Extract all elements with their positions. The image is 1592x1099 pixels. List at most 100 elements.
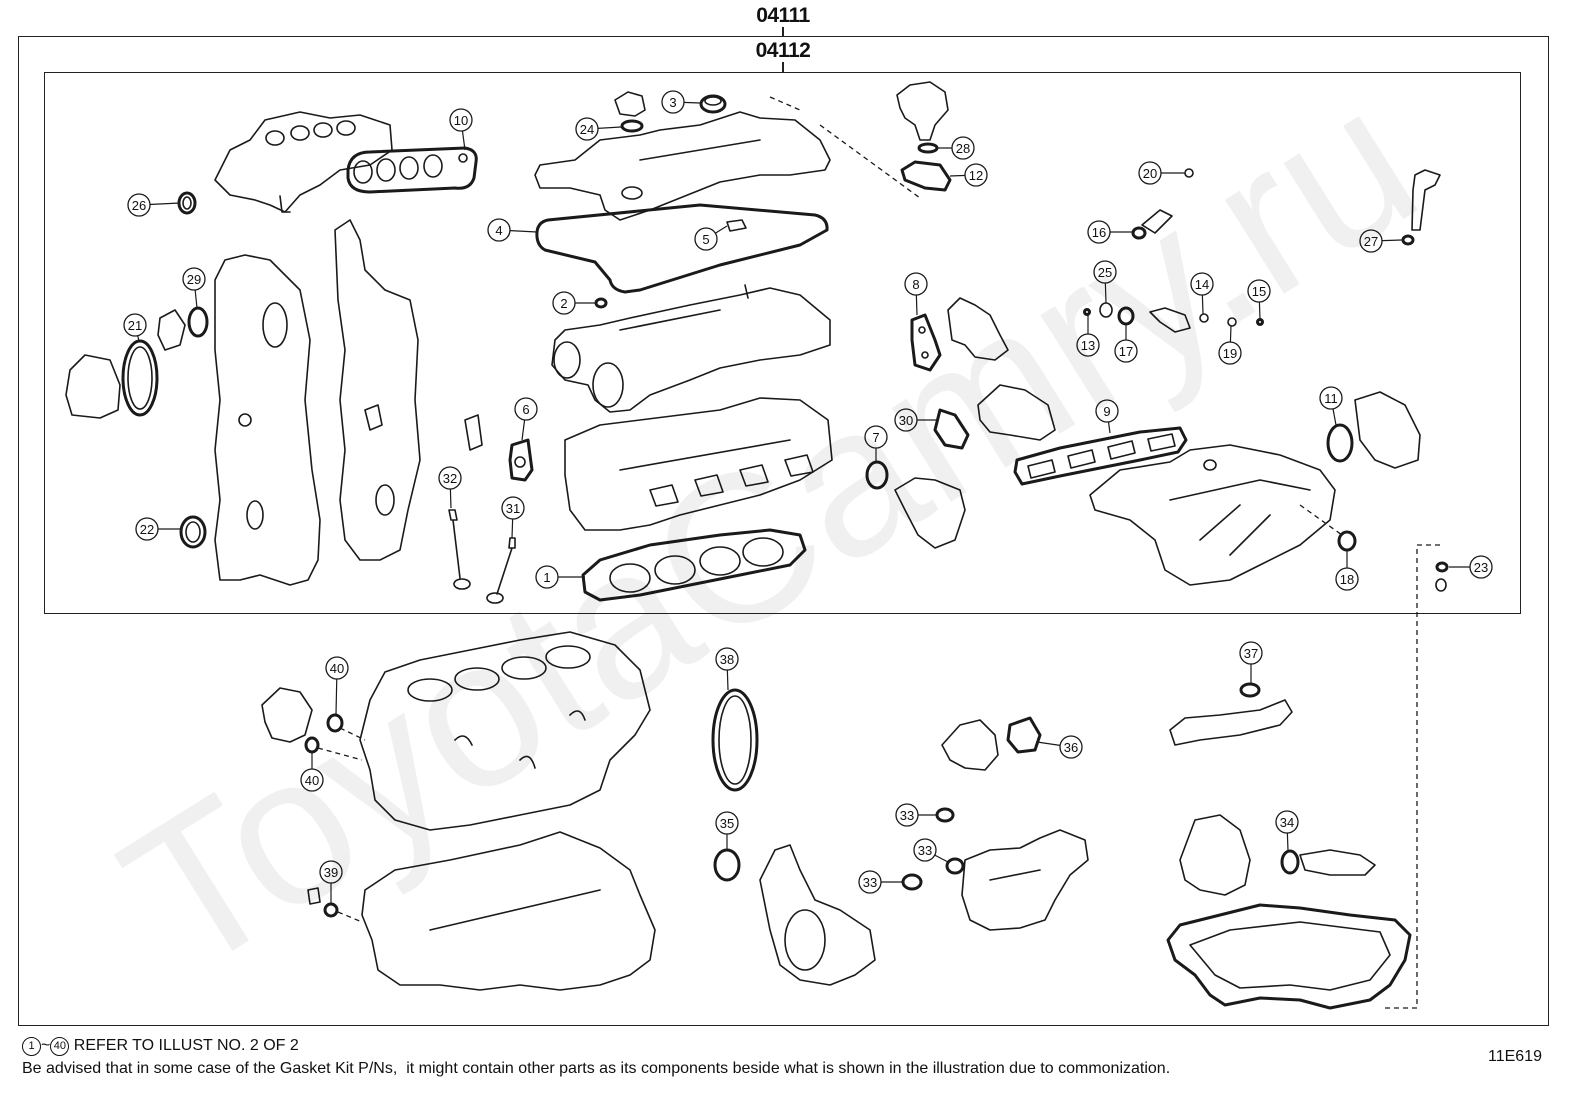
- callout-7: 7: [864, 425, 888, 462]
- callout-number: 38: [720, 652, 734, 667]
- callout-28: 28: [938, 136, 975, 160]
- inner-kit-part-number: 04112: [755, 39, 811, 62]
- water-outlet: [896, 81, 952, 192]
- callout-20: 20: [1138, 161, 1185, 185]
- callout-circle: [487, 218, 511, 242]
- callout-circle: [535, 565, 559, 589]
- rings-18-23: [1337, 530, 1449, 592]
- water-inlet: [865, 460, 966, 549]
- water-pump-left: [261, 687, 344, 918]
- throttle-body: [1326, 391, 1421, 469]
- timing-cover-outer: [334, 219, 421, 561]
- callout-circle: [552, 291, 576, 315]
- callout-number: 5: [702, 232, 709, 247]
- callout-26: 26: [127, 193, 181, 217]
- callout-circle: [913, 838, 937, 862]
- callout-circle: [895, 803, 919, 827]
- callout-30: 30: [894, 408, 937, 432]
- callout-25: 25: [1093, 260, 1117, 304]
- callout-35: 35: [715, 811, 739, 850]
- callout-number: 37: [1244, 646, 1258, 661]
- cylinder-block-lower: [361, 831, 656, 991]
- callout-number: 19: [1223, 346, 1237, 361]
- cylinder-head-cover: [534, 111, 831, 221]
- callout-number: 22: [140, 522, 154, 537]
- callout-number: 20: [1143, 166, 1157, 181]
- callout-33: 33: [895, 803, 937, 827]
- callout-33: 33: [913, 838, 949, 863]
- callout-circle: [1095, 399, 1119, 423]
- callout-number: 39: [324, 865, 338, 880]
- callout-15: 15: [1247, 279, 1271, 320]
- callout-number: 1: [543, 570, 550, 585]
- callout-23: 23: [1449, 555, 1493, 579]
- callout-number: 10: [454, 113, 468, 128]
- callout-number: 7: [872, 430, 879, 445]
- callout-circle: [300, 768, 324, 792]
- callout-circle: [964, 163, 988, 187]
- head-cover-gasket: [535, 203, 829, 294]
- callout-29: 29: [182, 267, 206, 309]
- callout-circle: [1059, 735, 1083, 759]
- callout-11: 11: [1319, 386, 1343, 426]
- callout-9: 9: [1095, 399, 1119, 434]
- callout-33: 33: [858, 870, 903, 894]
- callout-32: 32: [438, 466, 462, 509]
- refer-text: REFER TO ILLUST NO. 2 OF 2: [73, 1037, 299, 1054]
- callout-circle: [858, 870, 882, 894]
- outer-kit-box: [18, 36, 1549, 1026]
- inner-kit-box: [44, 72, 1521, 614]
- inner-kit-leader: [782, 62, 784, 72]
- callout-circle: [438, 466, 462, 490]
- callout-number: 29: [187, 272, 201, 287]
- oil-level-gauge-guide: [1401, 169, 1441, 246]
- callout-3: 3: [661, 90, 701, 114]
- callout-21: 21: [123, 313, 147, 342]
- callout-number: 31: [506, 501, 520, 516]
- range-from-badge: 1: [22, 1037, 41, 1056]
- callout-number: 33: [900, 808, 914, 823]
- callout-circle: [1138, 161, 1162, 185]
- callout-circle: [1469, 555, 1493, 579]
- callout-number: 8: [912, 277, 919, 292]
- callout-number: 2: [560, 296, 567, 311]
- callout-8: 8: [904, 272, 928, 316]
- intake-manifold-lower: [1089, 444, 1336, 586]
- oil-filler-cap: [614, 91, 727, 133]
- range-to-badge: 40: [50, 1037, 70, 1056]
- callout-circle: [1335, 567, 1359, 591]
- callout-circle: [1319, 386, 1343, 410]
- callout-number: 35: [720, 816, 734, 831]
- callout-circle: [1275, 810, 1299, 834]
- cylinder-head-lower: [564, 397, 833, 531]
- callout-10: 10: [449, 108, 473, 151]
- callout-14: 14: [1190, 272, 1214, 315]
- callout-number: 17: [1119, 344, 1133, 359]
- sensors-and-seals: [1083, 168, 1264, 333]
- oil-seal-26: [177, 191, 197, 215]
- callout-40: 40: [325, 656, 349, 715]
- callout-number: 18: [1340, 572, 1354, 587]
- callout-27: 27: [1359, 229, 1403, 253]
- callout-circle: [715, 811, 739, 835]
- callout-number: 27: [1364, 234, 1378, 249]
- callout-number: 40: [305, 773, 319, 788]
- intake-gasket-9: [1013, 426, 1188, 486]
- callout-number: 28: [956, 141, 970, 156]
- callout-number: 33: [863, 875, 877, 890]
- callout-40: 40: [300, 752, 324, 792]
- oil-filter-bracket-34: [1179, 814, 1376, 896]
- callout-circle: [694, 227, 718, 251]
- callout-circle: [127, 193, 151, 217]
- callout-circle: [1076, 333, 1100, 357]
- callout-17: 17: [1114, 325, 1138, 363]
- footer-note: Be advised that in some case of the Gask…: [22, 1060, 1171, 1077]
- callout-number: 24: [580, 122, 594, 137]
- timing-cover-inner: [214, 254, 321, 586]
- callout-circle: [1247, 279, 1271, 303]
- callout-circle: [1087, 220, 1111, 244]
- callout-1: 1: [535, 565, 585, 589]
- water-bypass-pipe-37: [1169, 682, 1293, 746]
- outer-kit-leader: [782, 27, 784, 36]
- bypass-housing-8: [910, 297, 1009, 372]
